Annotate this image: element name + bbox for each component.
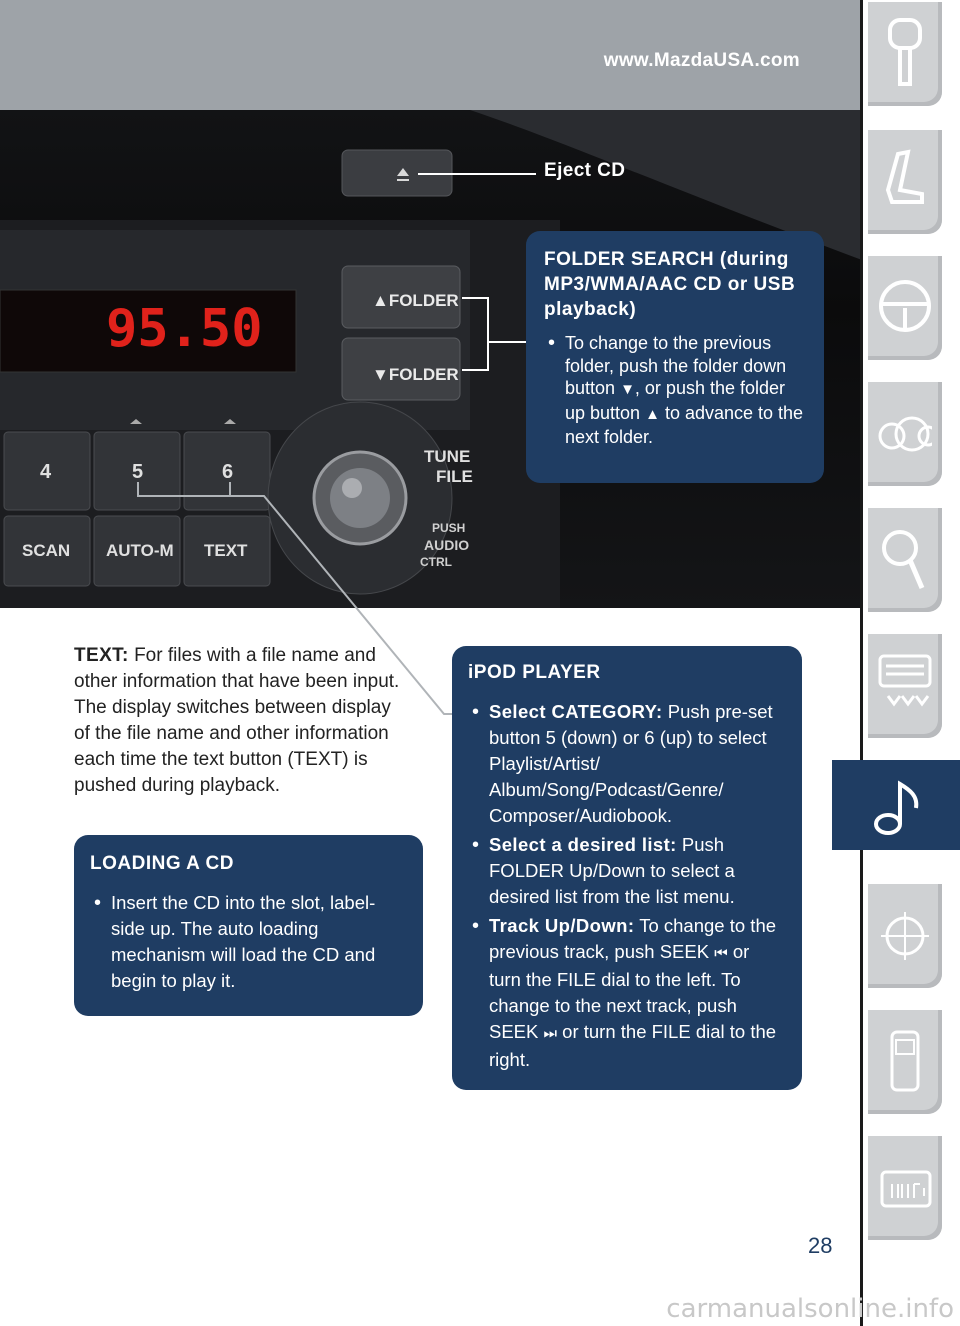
folder-up-button[interactable] — [341, 265, 461, 329]
folder-up-label: ▲FOLDER — [372, 291, 459, 310]
folder-search-text-3: to advance to the next folder. — [565, 402, 804, 448]
display-reading: 95.50 — [106, 299, 263, 359]
folder-search-text-2: , or push the folder up button — [565, 378, 786, 423]
ipod-item-list: Select a desired list: Push FOLDER Up/Do… — [468, 832, 786, 910]
tab-navigation[interactable] — [868, 884, 942, 988]
seat-icon — [885, 149, 924, 204]
tune-label: TUNE — [424, 447, 470, 466]
loading-cd-title: LOADING A CD — [90, 853, 234, 874]
folder-search-text-1: To change to the previous folder, push t… — [565, 333, 787, 398]
ipod-item-text: Push pre-set button 5 (down) or 6 (up) t… — [489, 701, 773, 826]
ctrl-label: CTRL — [420, 555, 452, 569]
tab-info[interactable] — [868, 1136, 942, 1240]
scan-label: SCAN — [22, 541, 70, 560]
key-icon — [888, 18, 922, 86]
tab-search[interactable] — [868, 508, 942, 612]
preset-5-label: 5 — [132, 461, 143, 483]
climate-icon — [878, 654, 932, 707]
ipod-item-label: Track Up/Down: — [489, 915, 635, 936]
gauges-icon — [878, 416, 932, 452]
folder-search-callout: FOLDER SEARCH (during MP3/WMA/AAC CD or … — [526, 231, 824, 483]
ipod-track-text-3: or turn the FILE dial to the right. — [489, 1021, 777, 1070]
triangle-up-icon: ▲ — [645, 405, 660, 423]
ipod-item-track: Track Up/Down: To change to the previous… — [468, 913, 786, 1073]
tab-divider — [860, 0, 863, 1326]
site-url[interactable]: www.MazdaUSA.com — [603, 50, 800, 71]
ipod-item-category: Select CATEGORY: Push pre-set button 5 (… — [468, 699, 786, 829]
folder-down-button[interactable] — [341, 337, 461, 401]
tab-phone[interactable] — [868, 1010, 942, 1114]
ipod-item-text: Push FOLDER Up/Down to select a desired … — [489, 834, 735, 907]
compass-icon — [881, 912, 929, 960]
watermark: carmanualsonline.info — [666, 1294, 954, 1324]
seek-back-icon: ⏮ — [714, 945, 728, 962]
phone-icon — [890, 1030, 920, 1092]
loading-cd-bullet: Insert the CD into the slot, label-side … — [90, 890, 407, 994]
scan-button[interactable] — [3, 515, 91, 587]
preset-6-label: 6 — [222, 461, 233, 483]
preset-4-label: 4 — [40, 461, 52, 483]
text-description: TEXT: For files with a file name and oth… — [74, 643, 404, 799]
tab-audio[interactable] — [832, 760, 960, 850]
text-label-heading: TEXT: — [74, 645, 129, 666]
header-band — [0, 0, 862, 110]
radio-display — [0, 289, 297, 373]
steering-wheel-icon — [879, 280, 931, 332]
eject-icon — [397, 168, 409, 181]
eject-button[interactable] — [341, 149, 453, 197]
text-label: TEXT — [204, 541, 248, 560]
preset-button-4[interactable] — [3, 431, 91, 511]
auto-m-label: AUTO-M — [106, 541, 174, 560]
ipod-track-text-1: To change to the previous track, push SE… — [489, 915, 777, 962]
tab-key[interactable] — [868, 2, 942, 106]
file-label: FILE — [436, 467, 473, 486]
magnifier-icon — [882, 530, 925, 589]
tab-seat[interactable] — [868, 130, 942, 234]
page-number: 28 — [808, 1233, 833, 1258]
ipod-item-label: Select CATEGORY: — [489, 701, 663, 722]
audio-label: AUDIO — [424, 537, 469, 553]
ipod-player-callout: iPOD PLAYER Select CATEGORY: Push pre-se… — [452, 646, 802, 1090]
loading-cd-callout: LOADING A CD Insert the CD into the slot… — [74, 835, 423, 1016]
music-note-icon — [874, 780, 919, 835]
push-label: PUSH — [432, 521, 465, 535]
text-body: For files with a file name and other inf… — [74, 645, 400, 796]
tab-climate[interactable] — [868, 634, 942, 738]
ipod-track-text-2: or turn the FILE dial to the left. To ch… — [489, 941, 750, 1042]
info-icon — [880, 1170, 932, 1208]
tab-steering[interactable] — [868, 256, 942, 360]
folder-search-bullet: To change to the previous folder, push t… — [544, 332, 806, 449]
folder-down-label: ▼FOLDER — [372, 365, 459, 384]
folder-search-title: FOLDER SEARCH (during MP3/WMA/AAC CD or … — [544, 249, 796, 320]
eject-cd-label: Eject CD — [544, 160, 626, 181]
tab-gauges[interactable] — [868, 382, 942, 486]
ipod-item-label: Select a desired list: — [489, 834, 677, 855]
seek-forward-icon: ⏭ — [543, 1025, 558, 1042]
ipod-player-title: iPOD PLAYER — [468, 662, 601, 683]
triangle-down-icon: ▼ — [620, 381, 635, 398]
